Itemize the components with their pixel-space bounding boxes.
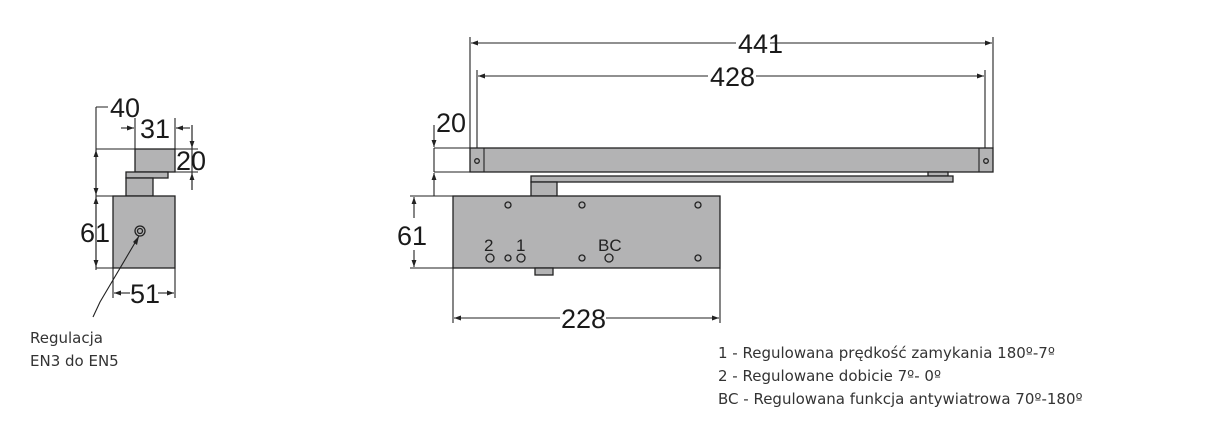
legend: 1 - Regulowana prędkość zamykania 180º-7… <box>718 344 1083 408</box>
dim-20-side: 20 <box>176 146 206 176</box>
closer-body <box>452 195 721 269</box>
valve-label-bc: BC <box>598 236 622 255</box>
side-arm-block <box>134 148 176 173</box>
dim-428: 428 <box>710 62 755 92</box>
arm-shaft <box>530 181 558 197</box>
callout-arrowhead <box>133 236 139 245</box>
dim-40: 40 <box>110 93 140 123</box>
dim-20-front: 20 <box>436 108 466 138</box>
dim-51: 51 <box>130 279 160 309</box>
front-view: 2 1 BC 441 428 20 61 228 <box>397 29 994 334</box>
side-neck <box>125 177 154 197</box>
slide-rail <box>469 147 994 173</box>
valve-label-2: 2 <box>484 236 493 255</box>
callout-line2: EN3 do EN5 <box>30 352 119 370</box>
adjust-screw-inner <box>136 227 144 235</box>
closer-arm <box>530 175 954 183</box>
legend-item-1: 1 - Regulowana prędkość zamykania 180º-7… <box>718 344 1055 362</box>
rail-screw-icon <box>474 158 480 164</box>
rail-screw-icon <box>983 158 989 164</box>
callout-leader <box>92 235 140 318</box>
front-extension-lines <box>410 37 994 323</box>
adjust-screw-icon <box>134 225 146 237</box>
callout-line1: Regulacja <box>30 329 103 347</box>
dim-228: 228 <box>561 304 606 334</box>
valve-label-1: 1 <box>516 236 525 255</box>
body-holes <box>485 201 702 263</box>
legend-item-bc: BC - Regulowana funkcja antywiatrowa 70º… <box>718 390 1083 408</box>
dim-31: 31 <box>140 114 170 144</box>
dim-61-side: 61 <box>80 218 110 248</box>
legend-item-2: 2 - Regulowane dobicie 7º- 0º <box>718 367 941 385</box>
body-bracket <box>534 267 554 276</box>
side-view: 40 31 20 61 51 Regulacja EN3 do EN5 <box>30 93 206 370</box>
side-body <box>112 195 176 269</box>
dim-61-front: 61 <box>397 221 427 251</box>
dim-441: 441 <box>738 29 783 59</box>
side-plate <box>125 171 169 179</box>
